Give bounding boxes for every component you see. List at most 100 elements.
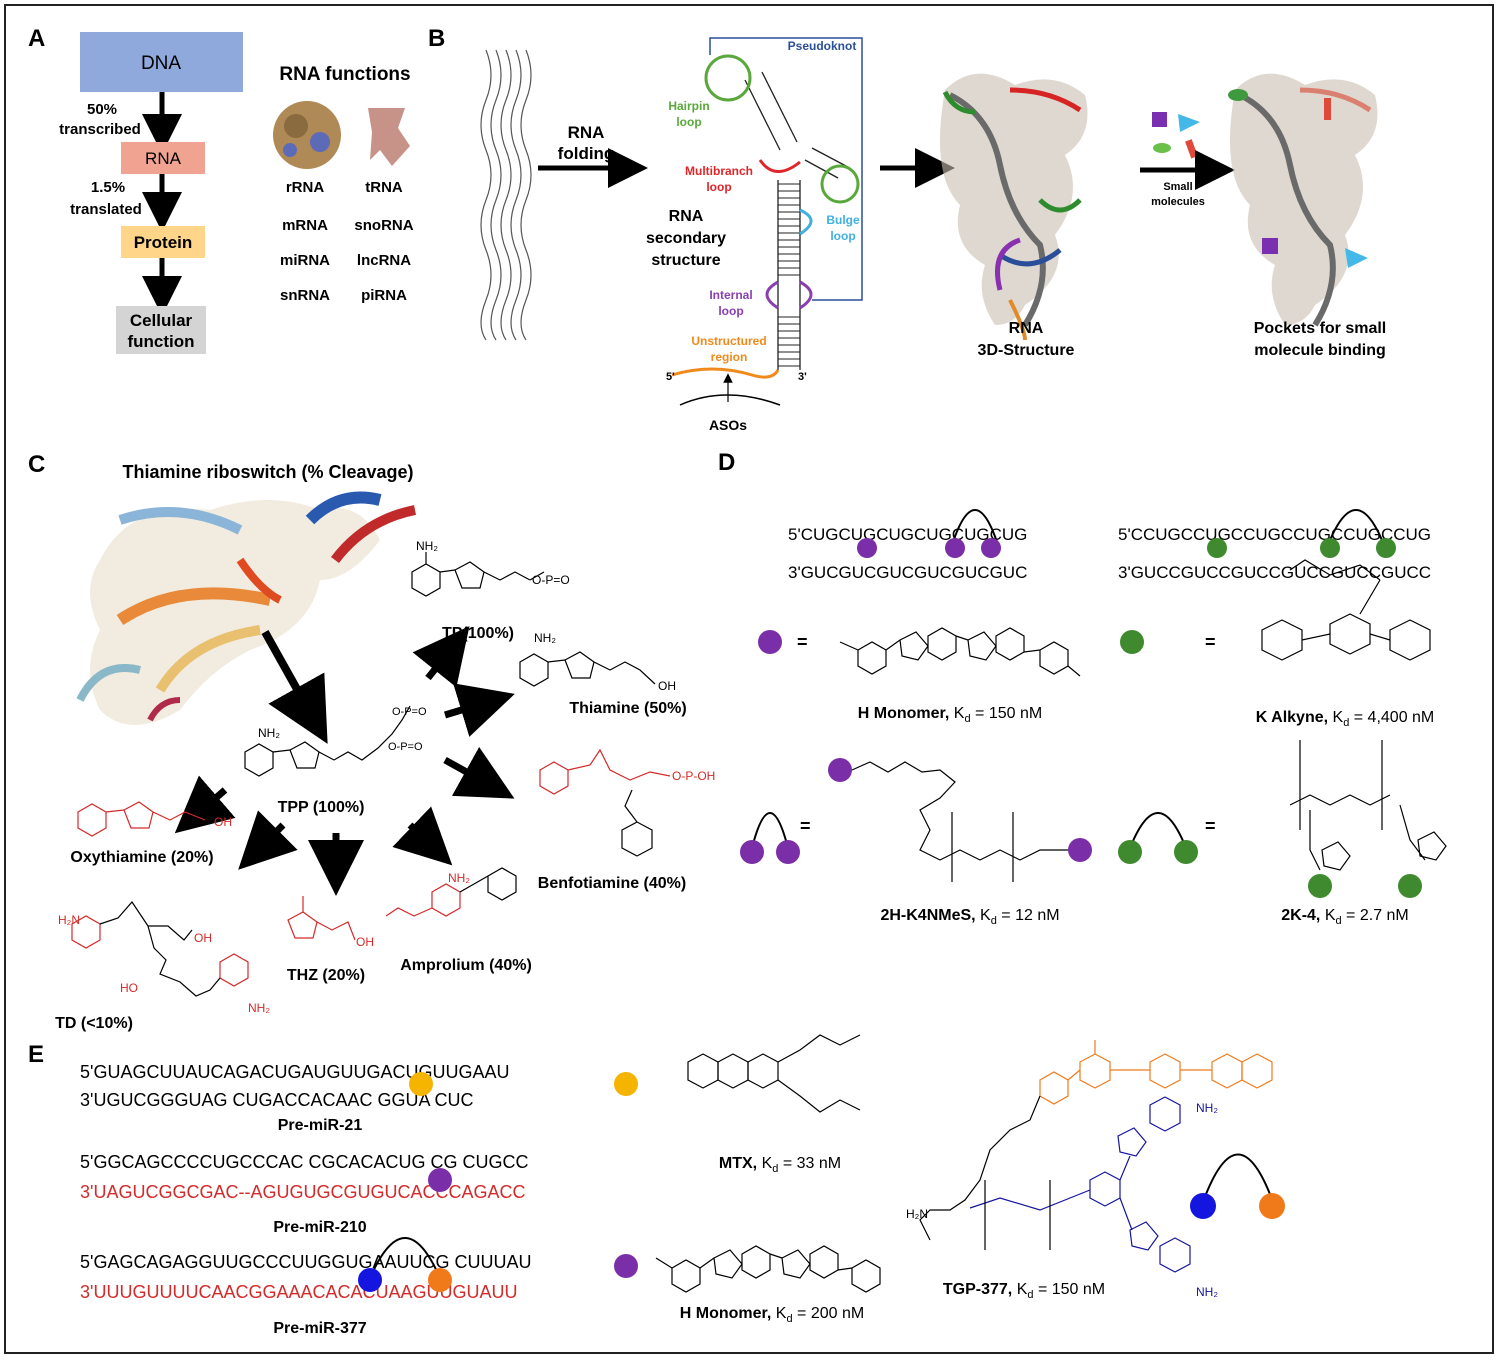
amprolium-structure <box>385 883 461 917</box>
figure-frame <box>4 4 1494 1354</box>
kd-k: K <box>1333 709 1344 726</box>
k-alkyne-structure <box>1261 559 1431 661</box>
tp-phosphate: O-P=O <box>532 573 570 587</box>
mir210-bot: 3'UAGUCGGCGAC--AGUGUGCGUGUCACCCAGACC <box>80 1182 525 1202</box>
kd-d: d <box>786 1313 792 1325</box>
rna-box <box>121 142 205 174</box>
small-molecule-shapes <box>1152 112 1200 159</box>
h2-name: 2H-K4NMeS, <box>880 907 975 924</box>
secondary-label-1: RNA <box>669 208 704 225</box>
kd-d: d <box>991 915 997 927</box>
k2-label: 2K-4, Kd = 2.7 nM <box>1281 907 1409 927</box>
k-alkyne-legend-dot <box>1120 630 1144 654</box>
cellular-label-1: Cellular <box>130 311 193 330</box>
rna-folding-2: folding <box>558 144 615 163</box>
secondary-structure-diagram <box>671 37 863 406</box>
panel-letter-b: B <box>428 25 445 52</box>
secondary-label-2: secondary <box>646 230 726 247</box>
h-dimer-linker-structure <box>851 761 1068 882</box>
ribosome-image <box>273 101 341 169</box>
rna-type-1: tRNA <box>365 179 403 196</box>
rna-3d-label-1: RNA <box>1009 320 1044 337</box>
rna-functions-title: RNA functions <box>279 64 410 85</box>
riboswitch-title: Thiamine riboswitch (% Cleavage) <box>122 462 413 482</box>
unstructured-label-2: region <box>711 350 748 364</box>
mtx-legend-dot <box>614 1072 638 1096</box>
mtx-structure <box>687 1034 861 1113</box>
h-linker-arc <box>951 509 999 546</box>
thiamine-nh2: NH₂ <box>534 631 556 645</box>
rna-type-3: snoRNA <box>354 217 413 234</box>
mir377-top: 5'GAGCAGAGGUUGCCCUUGGUGAAUUCG CUUUAU <box>80 1252 531 1272</box>
kd-k: K <box>954 705 965 722</box>
tgp-label: TGP-377, Kd = 150 nM <box>943 1281 1105 1301</box>
benfotiamine-structure <box>539 748 671 795</box>
tpp-phosphate-2: O-P=O <box>392 706 427 718</box>
rna-type-2: mRNA <box>282 217 328 234</box>
mir21-bot: 3'UGUCGGGUAG CUGACCACAAC GGUA CUC <box>80 1090 474 1110</box>
k-dimer-end-dot <box>1398 874 1422 898</box>
rna-3d-structure-image <box>940 73 1088 341</box>
h2-kd-value: = 12 nM <box>997 907 1060 924</box>
rna-type-5: lncRNA <box>357 252 411 269</box>
secondary-label-3: structure <box>651 252 720 269</box>
internal-label-2: loop <box>718 304 743 318</box>
h-dimer-end-dot <box>1068 838 1092 862</box>
kd-d: d <box>1343 717 1349 729</box>
k-linker-arc <box>1327 509 1385 546</box>
cellular-label-2: function <box>127 332 194 351</box>
kd-k: K <box>980 907 991 924</box>
rna-type-0: rRNA <box>286 179 325 196</box>
h-monomer-legend-dot <box>758 630 782 654</box>
pockets-label-2: molecule binding <box>1254 342 1386 359</box>
tgp-orange-dot <box>1259 1193 1285 1219</box>
pockets-label-1: Pockets for small <box>1254 320 1387 337</box>
h-monomer-e-kd-value: = 200 nM <box>793 1305 865 1322</box>
amprolium-pyridine <box>459 867 517 901</box>
small-molecules-label-1: Small <box>1163 181 1192 193</box>
td-structure-black <box>99 901 221 997</box>
unstructured-label-1: Unstructured <box>691 334 766 348</box>
k-dimer-linker-structure <box>1289 740 1447 871</box>
mir377-bot: 3'UUUGUUUUCAACGGAAACACACUAAGUUGUAUU <box>80 1282 518 1302</box>
unfolded-rna-strands <box>480 49 532 341</box>
kd-k: K <box>762 1155 773 1172</box>
h-dot <box>945 538 965 558</box>
protein-box <box>121 226 205 258</box>
panel-letter-d: D <box>718 449 735 476</box>
td-label: TD (<10%) <box>55 1015 133 1032</box>
k-dot <box>1320 538 1340 558</box>
kd-k: K <box>1017 1281 1028 1298</box>
td-nh2-2: NH₂ <box>248 1001 270 1015</box>
h-dimer-end-dot <box>828 758 852 782</box>
tpp-structure <box>244 705 411 777</box>
kd-d: d <box>772 1163 778 1175</box>
tgp-nh2-bottom: NH₂ <box>1196 1285 1218 1299</box>
k2-name: 2K-4, <box>1281 907 1320 924</box>
k-alkyne-label: K Alkyne, Kd = 4,400 nM <box>1256 709 1435 729</box>
bulge-label-1: Bulge <box>826 213 860 227</box>
mir21-binding-dot <box>409 1072 433 1096</box>
h-monomer-e-label: H Monomer, Kd = 200 nM <box>680 1305 864 1325</box>
tp-nh2: NH₂ <box>416 539 438 553</box>
panel-letter-c: C <box>28 451 45 478</box>
h-monomer-e-name: H Monomer, <box>680 1305 772 1322</box>
pseudoknot-label: Pseudoknot <box>788 39 857 53</box>
kd-k: K <box>776 1305 787 1322</box>
thz-structure <box>287 896 356 941</box>
benfotiamine-label: Benfotiamine (40%) <box>538 875 686 892</box>
h-dot <box>857 538 877 558</box>
h-monomer-kd-value: = 150 nM <box>971 705 1043 722</box>
rna-folding-1: RNA <box>568 123 605 142</box>
eq-sign: = <box>1205 632 1216 652</box>
dna-label: DNA <box>141 53 181 74</box>
eq-sign: = <box>800 816 811 836</box>
k-dimer-end-dot <box>1308 874 1332 898</box>
tpp-nh2: NH₂ <box>258 726 280 740</box>
arrow-to-tpp <box>261 630 328 744</box>
asos-label: ASOs <box>709 417 747 433</box>
mir377-linker-arc <box>369 1237 441 1279</box>
oxythiamine-oh: OH <box>214 815 232 829</box>
tgp-orange-ligand <box>1039 1040 1273 1105</box>
td-oh-2: HO <box>120 981 138 995</box>
